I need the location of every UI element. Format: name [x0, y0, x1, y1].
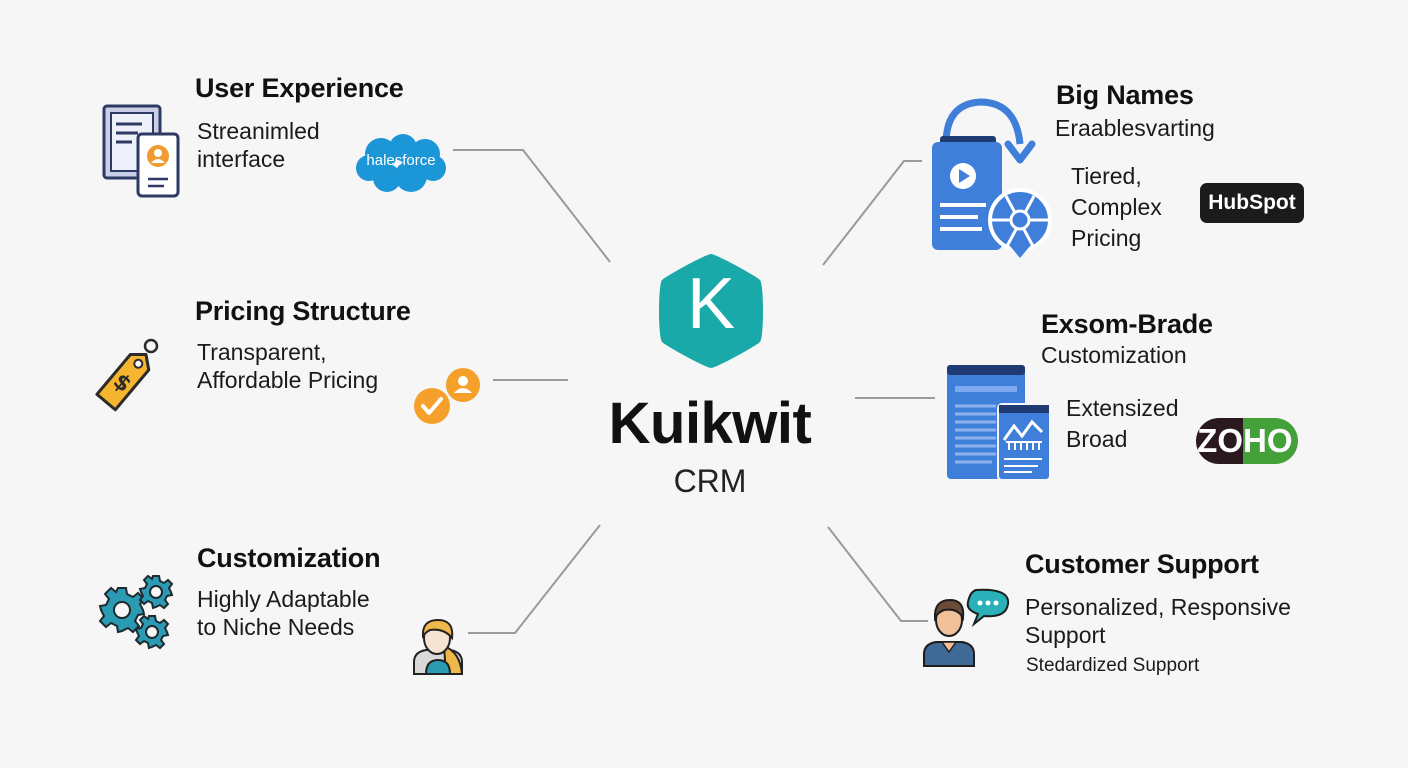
connector-customer-support	[827, 526, 928, 622]
enterprise-title: Exsom-Brade	[1041, 309, 1213, 339]
product-name: Kuikwit	[608, 391, 812, 456]
desc-line: Support	[1025, 622, 1106, 648]
price-tag-icon: $	[95, 338, 159, 412]
checkmark-badge-icon	[414, 388, 450, 424]
user-experience-desc: Streanimled interface	[197, 117, 320, 173]
desc-line: Streanimled	[197, 118, 320, 144]
user-avatar-icon	[413, 618, 464, 675]
desc-line: Broad	[1066, 426, 1128, 452]
desc-line: Highly Adaptable	[197, 586, 370, 612]
customer-support-note: Stedardized Support	[1026, 655, 1200, 676]
logo-letter: K	[686, 264, 736, 344]
desc-line: Complex	[1071, 194, 1162, 220]
halesforce-label: halesforce	[366, 152, 436, 169]
kuikwit-logo-icon	[659, 254, 763, 368]
desc-line: Personalized, Responsive	[1025, 594, 1291, 620]
connector-user-experience	[453, 149, 611, 263]
user-experience-title: User Experience	[195, 73, 404, 103]
center-hub: K Kuikwit CRM	[600, 245, 820, 505]
desc-line: interface	[197, 146, 286, 172]
hubspot-brand-logo: HubSpot	[1200, 183, 1304, 223]
customer-support-title: Customer Support	[1025, 549, 1259, 579]
enterprise-desc: Extensized Broad	[1066, 393, 1179, 455]
desc-line: to Niche Needs	[197, 614, 355, 640]
customization-desc: Highly Adaptable to Niche Needs	[197, 585, 370, 641]
interface-screens-icon	[102, 104, 180, 198]
pricing-structure-title: Pricing Structure	[195, 296, 411, 326]
desc-line: Transparent,	[197, 339, 327, 365]
product-subtitle: CRM	[673, 463, 747, 499]
halesforce-brand-logo: halesforce	[355, 132, 447, 194]
zoho-left-part: ZO	[1196, 418, 1243, 464]
big-names-subtitle: Eraablesvarting	[1055, 115, 1215, 141]
cloud-icon	[356, 134, 446, 192]
desc-line: Pricing	[1071, 225, 1142, 251]
customization-title: Customization	[197, 543, 381, 573]
documents-chart-icon	[947, 365, 1051, 481]
zoho-right-part: HO	[1243, 418, 1298, 464]
connector-customization	[468, 524, 601, 634]
connector-big-names	[822, 160, 922, 266]
big-names-title: Big Names	[1056, 80, 1194, 110]
support-agent-icon	[923, 588, 1010, 667]
zoho-brand-logo: ZO HO	[1196, 418, 1298, 464]
desc-line: Extensized	[1066, 395, 1179, 421]
desc-line: Affordable Pricing	[197, 367, 379, 393]
media-document-icon	[932, 98, 1052, 258]
big-names-desc: Tiered, Complex Pricing	[1071, 161, 1162, 254]
customer-support-desc: Personalized, Responsive Support	[1025, 593, 1291, 649]
desc-line: Tiered,	[1071, 163, 1142, 189]
user-badge-icon	[446, 368, 480, 402]
gears-icon	[98, 574, 174, 650]
pricing-structure-desc: Transparent, Affordable Pricing	[197, 338, 378, 394]
enterprise-subtitle: Customization	[1041, 342, 1187, 368]
